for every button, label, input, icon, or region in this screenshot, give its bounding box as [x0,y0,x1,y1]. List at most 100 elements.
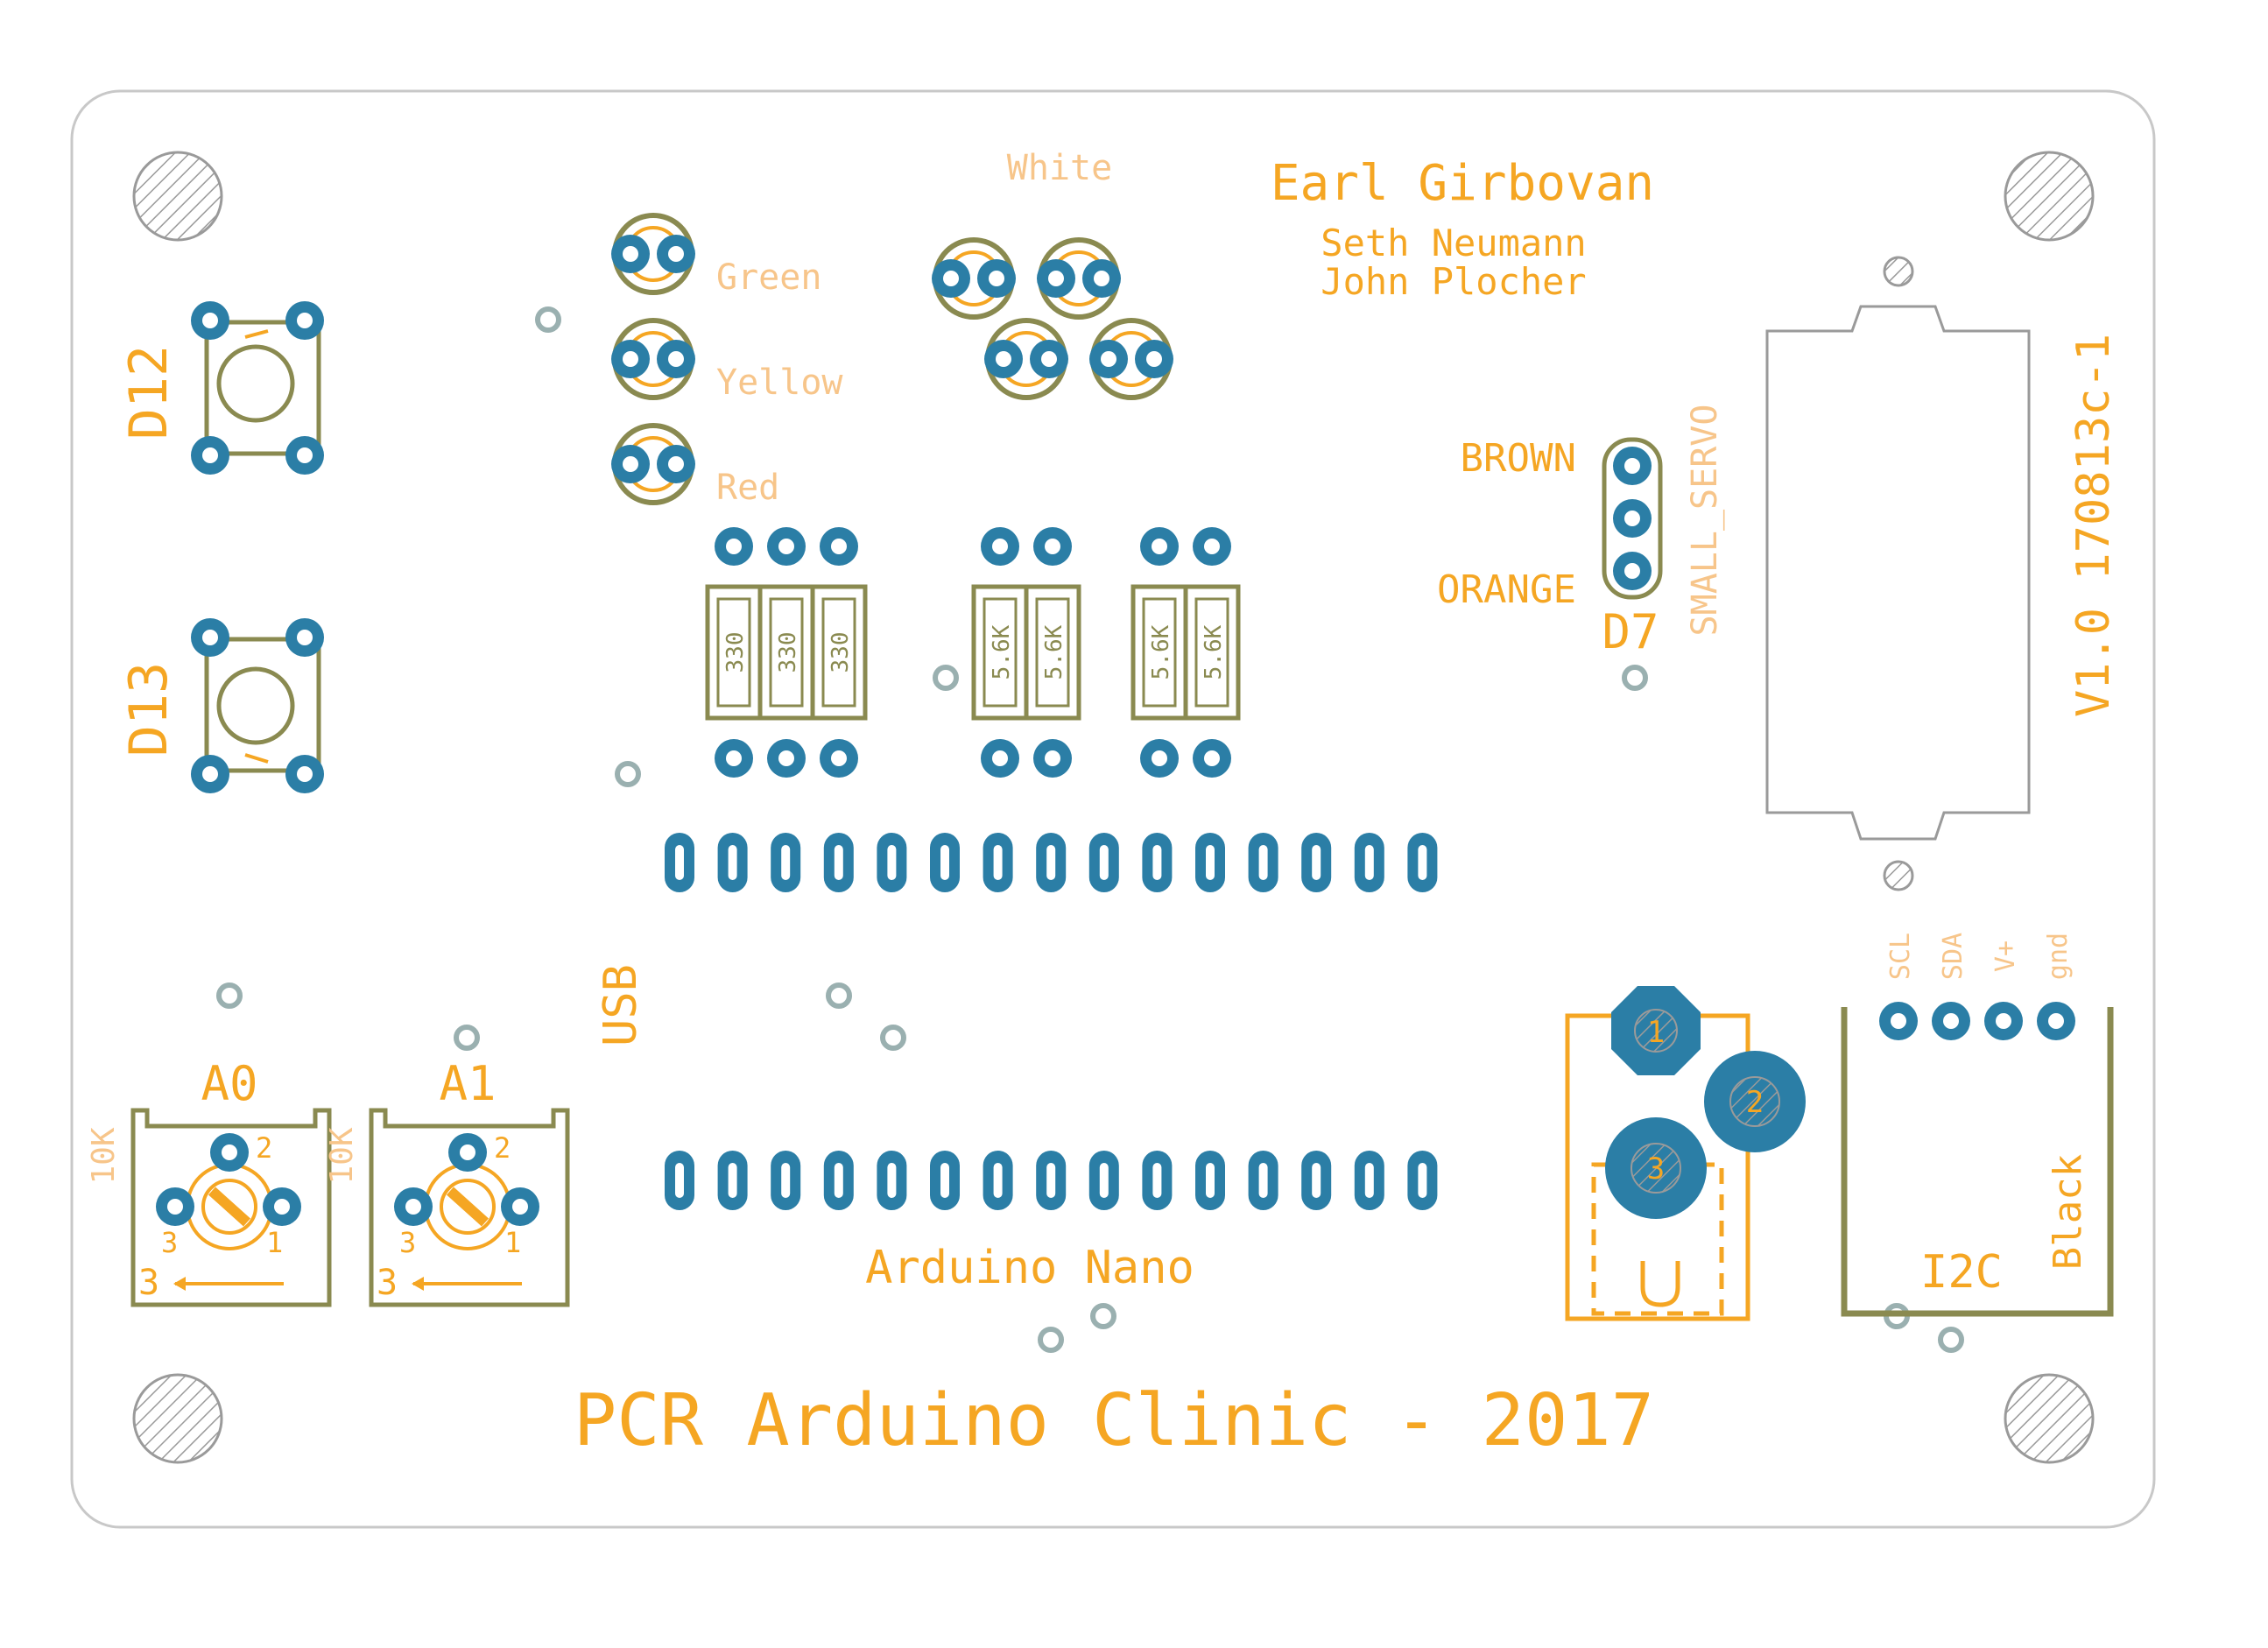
led [1089,318,1173,400]
button-cap [216,344,295,423]
board-title: PCR Arduino Clinic - 2017 [574,1379,1654,1462]
version-label: V1.0 170813c-1 [2067,334,2120,717]
pot-pin-label: 1 [266,1226,283,1259]
via [615,761,641,787]
header-pin [1407,1151,1438,1210]
via [933,665,959,691]
pot-name: A0 [201,1056,257,1111]
servo-pin-label: D7 [1602,604,1659,659]
button-body [204,637,321,773]
via [1038,1327,1064,1353]
regulator-pin-label: 3 [1647,1151,1665,1187]
resistor: 330 [810,527,868,778]
button-body [204,320,321,456]
resistor-value: 5.6K [989,624,1015,680]
resistor-value: 330 [828,632,854,673]
leds [611,213,1173,505]
header-pin [1142,1151,1173,1210]
header-pin [717,833,748,892]
button-d12: D12 [118,301,324,475]
header-pin [877,833,907,892]
via [1622,665,1648,691]
mounting-holes [132,151,2095,1464]
i2c-pin-gnd: gnd [2043,933,2074,980]
usb-label: USB [595,964,647,1046]
via [880,1025,906,1051]
resistor-value: 5.6K [1041,624,1067,680]
i2c-pin-scl: SCL [1885,933,1916,980]
pot-pin-label: 2 [256,1131,272,1165]
header-pin [1036,833,1067,892]
regulator: 1 2 3 [1565,986,1806,1321]
header-pin [665,833,694,892]
mounting-hole [132,1373,223,1464]
i2c-color-label: Black [2046,1154,2090,1270]
resistor: 5.6K [1183,527,1241,778]
led-label-yellow: Yellow [716,363,843,403]
header-pin [930,1151,960,1210]
regulator-pin-label: 2 [1746,1085,1764,1120]
header-pin [1354,1151,1384,1210]
pot-pin-label: 3 [138,1263,159,1303]
header-pin [1195,1151,1225,1210]
mounting-hole [2004,1373,2095,1464]
resistor-value: 330 [775,632,801,673]
header-pin [983,833,1013,892]
led-label-red: Red [716,468,779,508]
via [826,982,852,1009]
header-pin [1301,1151,1332,1210]
resistor: 330 [705,527,763,778]
led [611,423,695,505]
pot-name: A1 [439,1056,496,1111]
header-pin [771,833,801,892]
author-1: Earl Girbovan [1271,155,1654,212]
pot-pin-label: 3 [399,1226,416,1259]
led [932,237,1016,320]
header-pin [1248,833,1278,892]
header-pin [877,1151,907,1210]
header-pin [665,1151,694,1210]
pot-pin-label: 3 [377,1263,398,1303]
resistor: 5.6K [1024,527,1081,778]
header-pin [1354,833,1384,892]
resistor-value: 330 [722,632,749,673]
via [1938,1327,1964,1353]
header-pin [823,1151,854,1210]
header-pin [930,833,960,892]
button-cap [216,666,295,745]
i2c-pin-sda: SDA [1938,933,1969,980]
led [1037,237,1121,320]
mounting-hole [2004,151,2095,242]
led [984,318,1068,400]
nano-label: Arduino Nano [865,1242,1194,1294]
led [611,318,695,400]
header-pin [983,1151,1013,1210]
servo-part-label: SMALL_SERVO [1685,405,1725,637]
led-label-green: Green [716,257,821,298]
resistor-value: 5.6K [1201,624,1227,680]
servo-orange-label: ORANGE [1437,567,1576,612]
mounting-hole [132,151,223,242]
pot-pin-label: 3 [161,1226,178,1259]
author-2: Seth Neumann [1321,222,1586,264]
pot-value: 10K [86,1127,122,1184]
pot-pin-label: 2 [494,1131,511,1165]
header-pin [717,1151,748,1210]
nano-header-bottom [665,1151,1438,1210]
header-pin [1407,833,1438,892]
button-d13: D13 [118,618,324,793]
header-pin [1248,1151,1278,1210]
i2c-outline [1841,1007,2114,1317]
author-3: John Plocher [1321,260,1586,303]
header-pin [1088,1151,1119,1210]
servo-outline [1602,437,1663,600]
i2c-pin-vplus: V+ [1990,940,2021,972]
via [216,982,243,1009]
button-label: D12 [118,345,180,440]
module-outline [1765,305,2031,841]
header-pin [1142,833,1173,892]
header-pin [1088,833,1119,892]
pot-pin-label: 1 [504,1226,521,1259]
